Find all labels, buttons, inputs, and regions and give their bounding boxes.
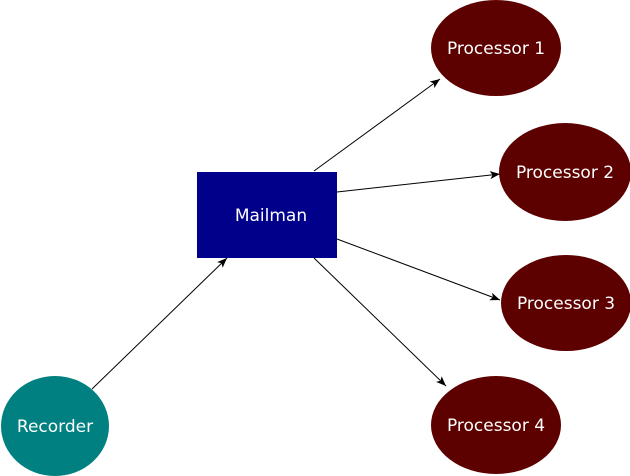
edge-recorder-to-mailman — [91, 257, 228, 390]
edge-mailman-to-processor-2 — [336, 171, 501, 193]
node-mailman-label: Mailman — [235, 206, 307, 226]
node-recorder-label: Recorder — [17, 417, 93, 437]
node-processor-4-label: Processor 4 — [447, 416, 545, 436]
node-processor-2-label: Processor 2 — [516, 163, 614, 183]
edges — [91, 78, 501, 390]
edge-mailman-to-processor-3 — [336, 238, 501, 301]
node-processor-3-label: Processor 3 — [517, 294, 615, 314]
edge-mailman-to-processor-4 — [313, 257, 447, 387]
node-processor-3: Processor 3 — [501, 255, 630, 351]
node-mailman: Mailman — [197, 172, 337, 258]
node-recorder: Recorder — [1, 376, 109, 476]
node-processor-4-shape — [431, 376, 561, 474]
node-processor-1-label: Processor 1 — [447, 39, 545, 59]
node-mailman-shape — [197, 172, 337, 258]
edge-mailman-to-processor-1 — [313, 78, 441, 172]
node-recorder-shape — [1, 376, 109, 476]
node-processor-1-shape — [431, 0, 561, 96]
node-processor-2-shape — [499, 123, 630, 221]
node-processor-1: Processor 1 — [431, 0, 561, 96]
node-processor-3-shape — [501, 255, 630, 351]
node-processor-2: Processor 2 — [499, 123, 630, 221]
node-processor-4: Processor 4 — [431, 376, 561, 474]
